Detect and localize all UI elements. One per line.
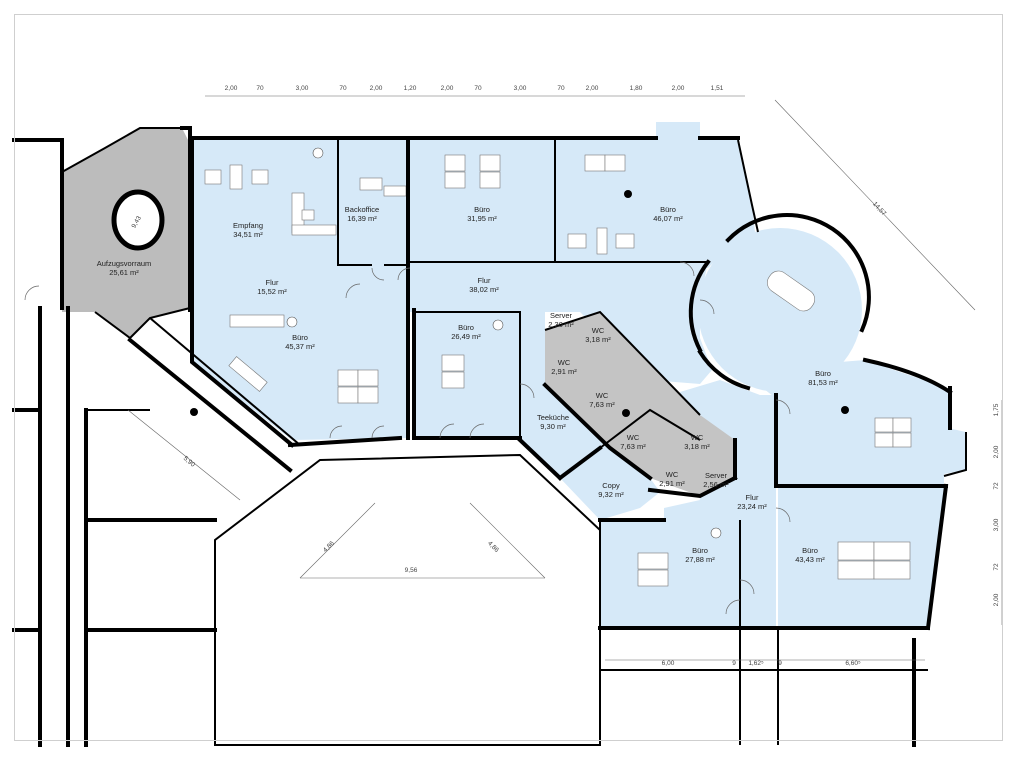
room-area-backoffice: 16,39 m² [347,214,377,223]
room-area-buero6: 27,88 m² [685,555,715,564]
room-name-wc4: WC [627,433,640,442]
furniture [190,147,912,587]
room-area-aufzug: 25,61 m² [109,268,139,277]
room-area-wc2: 2,91 m² [551,367,577,376]
dim-top-12: 2,00 [672,85,685,92]
dim-bottom-2: 1,62⁵ [748,660,764,667]
room-fills [62,122,966,628]
room-area-server2: 2,56 m² [703,480,729,489]
room-area-teekueche: 9,30 m² [540,422,566,431]
dim-top-8: 3,00 [514,85,527,92]
room-name-flur3: Flur [746,493,759,502]
dim-top-5: 1,20 [404,85,417,92]
room-name-empfang: Empfang [233,221,263,230]
dimension-labels-top: 2,00 70 3,00 70 2,00 1,20 2,00 70 3,00 70 2,00 1,80… [225,85,724,92]
room-name-buero6: Büro [692,546,708,555]
room-name-buero2: Büro [660,205,676,214]
dim-top-7: 70 [474,85,482,92]
walls [12,126,967,747]
room-area-wc3: 7,63 m² [589,400,615,409]
dim-right-5: 2,00 [993,593,1000,606]
room-name-flur1: Flur [266,278,279,287]
room-name-server2: Server [705,471,728,480]
room-name-wc6: WC [666,470,679,479]
dim-right-4: 72 [993,563,1000,571]
room-name-copy: Copy [602,481,620,490]
room-area-flur3: 23,24 m² [737,502,767,511]
room-area-wc4: 7,63 m² [620,442,646,451]
dim-octagon-right: 4,86 [486,540,500,554]
room-area-buero4: 26,49 m² [451,332,481,341]
dim-diagonal-right: 14,57 [871,201,887,218]
dim-top-11: 1,80 [630,85,643,92]
room-name-buero5: Büro [815,369,831,378]
room-area-buero1: 31,95 m² [467,214,497,223]
room-name-flur2: Flur [478,276,491,285]
room-name-wc5: WC [691,433,704,442]
room-area-buero2: 46,07 m² [653,214,683,223]
room-wc-block[interactable] [545,312,735,496]
dim-bottom-3: 9 [778,660,782,667]
room-buero-26[interactable] [414,312,519,438]
room-area-wc5: 3,18 m² [684,442,710,451]
room-area-buero5: 81,53 m² [808,378,838,387]
dim-right-3: 3,00 [993,518,1000,531]
dim-top-10: 2,00 [586,85,599,92]
room-buero-81[interactable] [740,360,966,486]
room-area-wc6: 2,91 m² [659,479,685,488]
dim-top-0: 2,00 [225,85,238,92]
dim-bottom-0: 6,00 [662,660,675,667]
dim-top-4: 2,00 [370,85,383,92]
dim-right-1: 2,00 [993,445,1000,458]
dim-bottom-1: 9 [732,660,736,667]
room-area-buero3: 45,37 m² [285,342,315,351]
dim-top-3: 70 [339,85,347,92]
dim-top-2: 3,00 [296,85,309,92]
room-area-wc1: 3,18 m² [585,335,611,344]
room-name-buero4: Büro [458,323,474,332]
dim-top-1: 70 [256,85,264,92]
dimension-labels-right: 1,75 2,00 72 3,00 72 2,00 [993,403,1000,606]
room-area-flur2: 38,02 m² [469,285,499,294]
dim-octagon-left: 4,86 [322,540,336,554]
room-name-buero3: Büro [292,333,308,342]
room-area-copy: 9,32 m² [598,490,624,499]
dim-right-2: 72 [993,482,1000,490]
dim-octagon-width: 9,56 [405,567,418,574]
room-area-flur1: 15,52 m² [257,287,287,296]
doors [24,261,791,615]
dim-right-0: 1,75 [993,403,1000,416]
dim-top-9: 70 [557,85,565,92]
room-area-empfang: 34,51 m² [233,230,263,239]
room-name-buero1: Büro [474,205,490,214]
room-name-server1: Server [550,311,573,320]
dim-bottom-4: 6,60⁵ [845,660,861,667]
dimension-labels-bottom: 6,00 9 1,62⁵ 9 6,60⁵ [662,660,861,667]
room-teekueche[interactable] [520,312,660,520]
room-name-aufzug: Aufzugsvorraum [97,259,152,268]
atrium-octagon [214,453,601,746]
room-name-buero7: Büro [802,546,818,555]
room-area-buero7: 43,43 m² [795,555,825,564]
dim-left-diagonal: 5,90 [182,455,196,469]
room-name-teekueche: Teeküche [537,413,569,422]
room-name-backoffice: Backoffice [345,205,379,214]
elevator-shaft [111,189,165,251]
room-area-server1: 2,30 m² [548,320,574,329]
room-name-wc2: WC [558,358,571,367]
room-buero-81-round[interactable] [698,228,862,392]
dim-top-13: 1,51 [711,85,724,92]
dim-top-6: 2,00 [441,85,454,92]
room-name-wc1: WC [592,326,605,335]
room-name-wc3: WC [596,391,609,400]
